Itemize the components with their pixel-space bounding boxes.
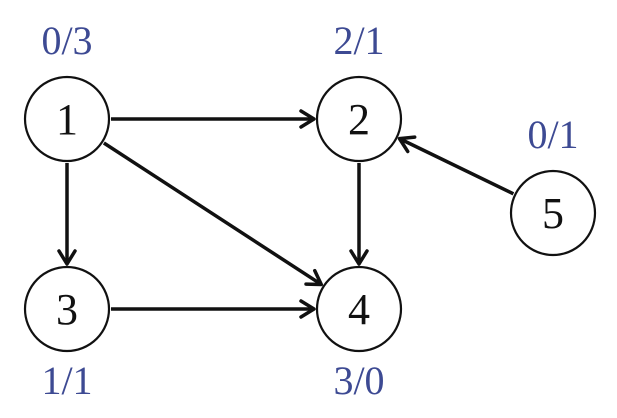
degree-label-node-4: 3/0: [333, 358, 384, 403]
arrowhead-icon: [304, 268, 324, 287]
node-label: 3: [56, 285, 78, 334]
arrowhead-icon: [57, 249, 77, 266]
node-3: 3: [23, 265, 111, 353]
degree-label-node-2: 2/1: [333, 18, 384, 63]
degree-label-node-5: 0/1: [527, 112, 578, 157]
node-label: 2: [348, 95, 370, 144]
node-circle: [315, 75, 403, 163]
arrowhead-icon: [299, 109, 316, 129]
edge-5-to-2: [397, 135, 515, 196]
node-label: 4: [348, 285, 370, 334]
arrowhead-icon: [397, 135, 417, 154]
arrowhead-icon: [349, 249, 369, 266]
degree-label-node-1: 0/3: [41, 18, 92, 63]
degree-label-node-3: 1/1: [41, 358, 92, 403]
node-1: 1: [23, 75, 111, 163]
edge-line: [398, 137, 515, 196]
edge-1-to-3: [57, 163, 77, 266]
node-circle: [23, 75, 111, 163]
node-circle: [23, 265, 111, 353]
edge-2-to-4: [349, 163, 369, 266]
edges-layer: [57, 109, 515, 319]
nodes-layer: 1 2 3 4 5: [23, 75, 597, 353]
degree-labels-layer: 0/3 2/1 1/1 3/0 0/1: [41, 18, 578, 403]
node-label: 5: [542, 189, 564, 238]
edge-1-to-2: [111, 109, 316, 129]
edge-1-to-4: [102, 141, 324, 287]
arrowhead-icon: [299, 299, 316, 319]
node-circle: [315, 265, 403, 353]
node-5: 5: [509, 169, 597, 257]
edge-line: [102, 141, 323, 286]
node-circle: [509, 169, 597, 257]
node-label: 1: [56, 95, 78, 144]
node-2: 2: [315, 75, 403, 163]
node-4: 4: [315, 265, 403, 353]
edge-3-to-4: [111, 299, 316, 319]
